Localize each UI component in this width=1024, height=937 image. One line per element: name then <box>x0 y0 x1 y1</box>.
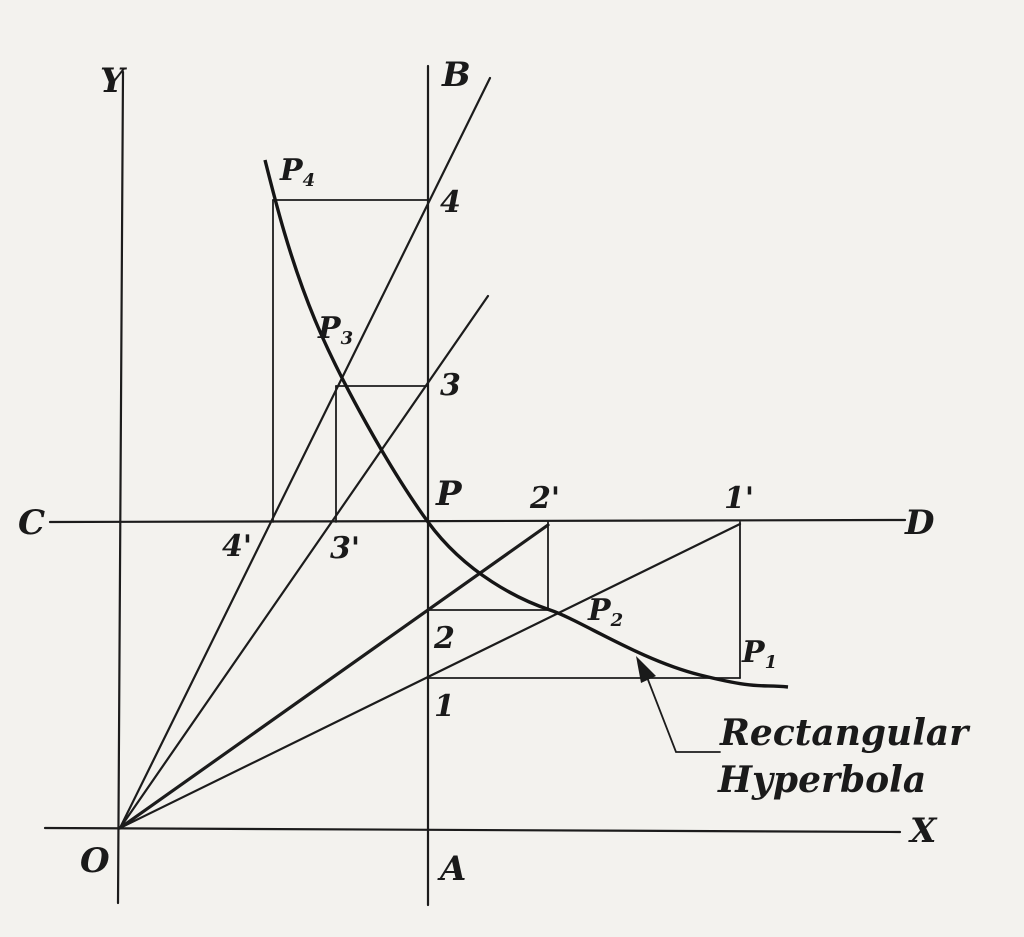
line-cd <box>48 518 907 524</box>
label-d: D <box>904 503 935 543</box>
label-2prime: 2' <box>529 481 560 516</box>
annotation-arrowhead <box>636 656 656 683</box>
label-3prime: 3' <box>330 531 360 566</box>
ray-o-to-3 <box>118 294 490 830</box>
ray-o-to-2prime <box>118 523 550 830</box>
annotation-hyperbola: Hyperbola <box>717 759 926 801</box>
label-c: C <box>18 503 45 543</box>
label-o: O <box>80 841 110 881</box>
label-p4: P4 <box>279 153 315 191</box>
rectangular-hyperbola-curve <box>263 159 789 689</box>
label-2: 2 <box>433 621 455 656</box>
label-x: X <box>908 811 938 851</box>
label-p: P <box>435 474 463 514</box>
label-b: B <box>441 55 471 95</box>
annotation-leader-line <box>644 671 721 753</box>
ray-o-to-b <box>118 76 492 830</box>
label-1: 1 <box>434 689 455 724</box>
label-3: 3 <box>440 368 461 403</box>
label-p2: P2 <box>587 593 623 631</box>
annotation-rectangular: Rectangular <box>719 712 971 754</box>
label-p3: P3 <box>317 311 353 349</box>
label-4prime: 4' <box>222 529 252 564</box>
label-a: A <box>437 849 466 889</box>
x-axis <box>43 826 902 834</box>
ray-o-to-1prime <box>118 522 742 830</box>
label-p1: P1 <box>741 635 777 673</box>
label-y: Y <box>100 61 127 101</box>
label-4: 4 <box>440 185 461 220</box>
label-1prime: 1' <box>724 481 754 516</box>
y-axis <box>116 70 125 905</box>
